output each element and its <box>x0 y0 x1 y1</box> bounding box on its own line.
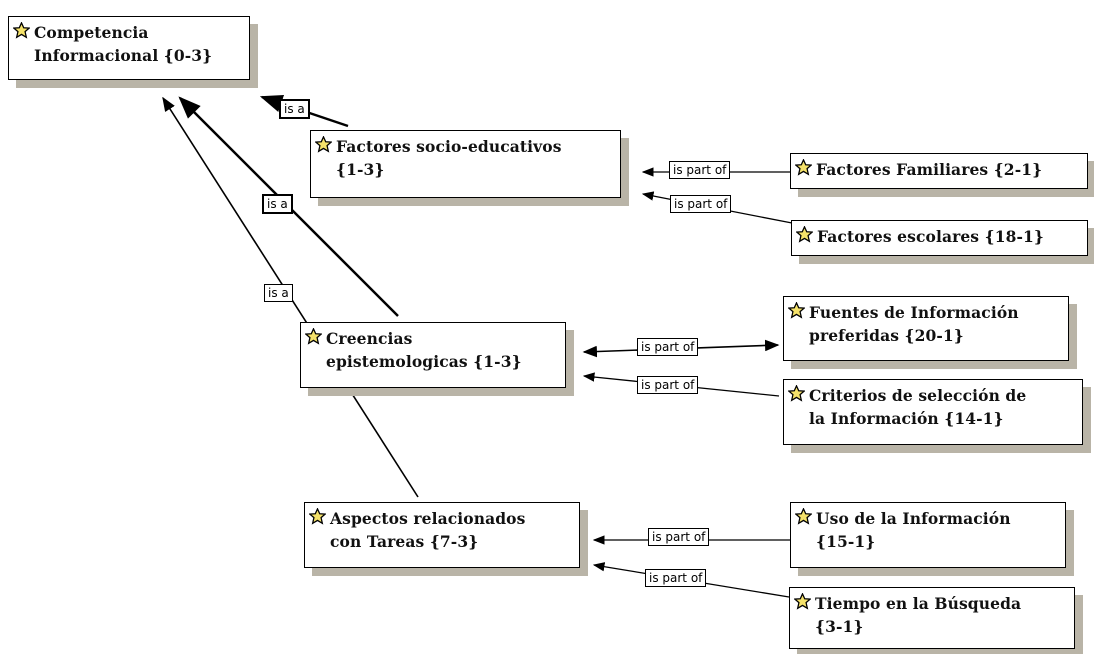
node-label: Fuentes de Información preferidas {20-1} <box>809 303 1019 345</box>
edge-label-is-part-of: is part of <box>645 569 707 587</box>
node-label: Competencia Informacional {0-3} <box>34 23 213 65</box>
edge-label-is-part-of: is part of <box>670 195 732 213</box>
node-tiempo-en-la-busqueda[interactable]: Tiempo en la Búsqueda {3-1} <box>789 587 1075 649</box>
edge-label-is-part-of: is part of <box>637 376 699 394</box>
edge-label-is-a: is a <box>279 99 310 119</box>
node-aspectos-relacionados[interactable]: Aspectos relacionados con Tareas {7-3} <box>304 502 580 568</box>
edge-label-is-a: is a <box>262 194 293 214</box>
star-badge-icon <box>795 159 812 176</box>
node-label: Factores escolares {18-1} <box>817 227 1044 246</box>
node-factores-familiares[interactable]: Factores Familiares {2-1} <box>790 153 1088 189</box>
node-factores-socio-educativos[interactable]: Factores socio-educativos {1-3} <box>310 130 621 198</box>
edge-label-is-part-of: is part of <box>648 528 710 546</box>
node-label: Factores Familiares {2-1} <box>816 160 1043 179</box>
node-competencia-informacional[interactable]: Competencia Informacional {0-3} <box>8 16 250 80</box>
node-factores-escolares[interactable]: Factores escolares {18-1} <box>791 220 1088 256</box>
node-label: Tiempo en la Búsqueda {3-1} <box>815 594 1022 636</box>
node-label: Aspectos relacionados con Tareas {7-3} <box>330 509 526 551</box>
star-badge-icon <box>788 302 805 319</box>
edge-label-is-part-of: is part of <box>637 338 699 356</box>
star-badge-icon <box>788 385 805 402</box>
node-label: Creencias epistemologicas {1-3} <box>326 329 522 371</box>
star-badge-icon <box>796 226 813 243</box>
star-badge-icon <box>315 136 332 153</box>
node-criterios-de-seleccion[interactable]: Criterios de selección de la Información… <box>783 379 1083 445</box>
node-creencias-epistemologicas[interactable]: Creencias epistemologicas {1-3} <box>300 322 566 388</box>
node-fuentes-de-informacion[interactable]: Fuentes de Información preferidas {20-1} <box>783 296 1069 361</box>
star-badge-icon <box>795 508 812 525</box>
node-label: Criterios de selección de la Información… <box>809 386 1027 428</box>
edge-label-is-a: is a <box>264 284 293 302</box>
node-label: Factores socio-educativos {1-3} <box>336 137 562 179</box>
node-label: Uso de la Información {15-1} <box>816 509 1011 551</box>
star-badge-icon <box>305 328 322 345</box>
node-uso-de-la-informacion[interactable]: Uso de la Información {15-1} <box>790 502 1066 568</box>
star-badge-icon <box>794 593 811 610</box>
star-badge-icon <box>13 22 30 39</box>
edge-label-is-part-of: is part of <box>669 161 731 179</box>
star-badge-icon <box>309 508 326 525</box>
